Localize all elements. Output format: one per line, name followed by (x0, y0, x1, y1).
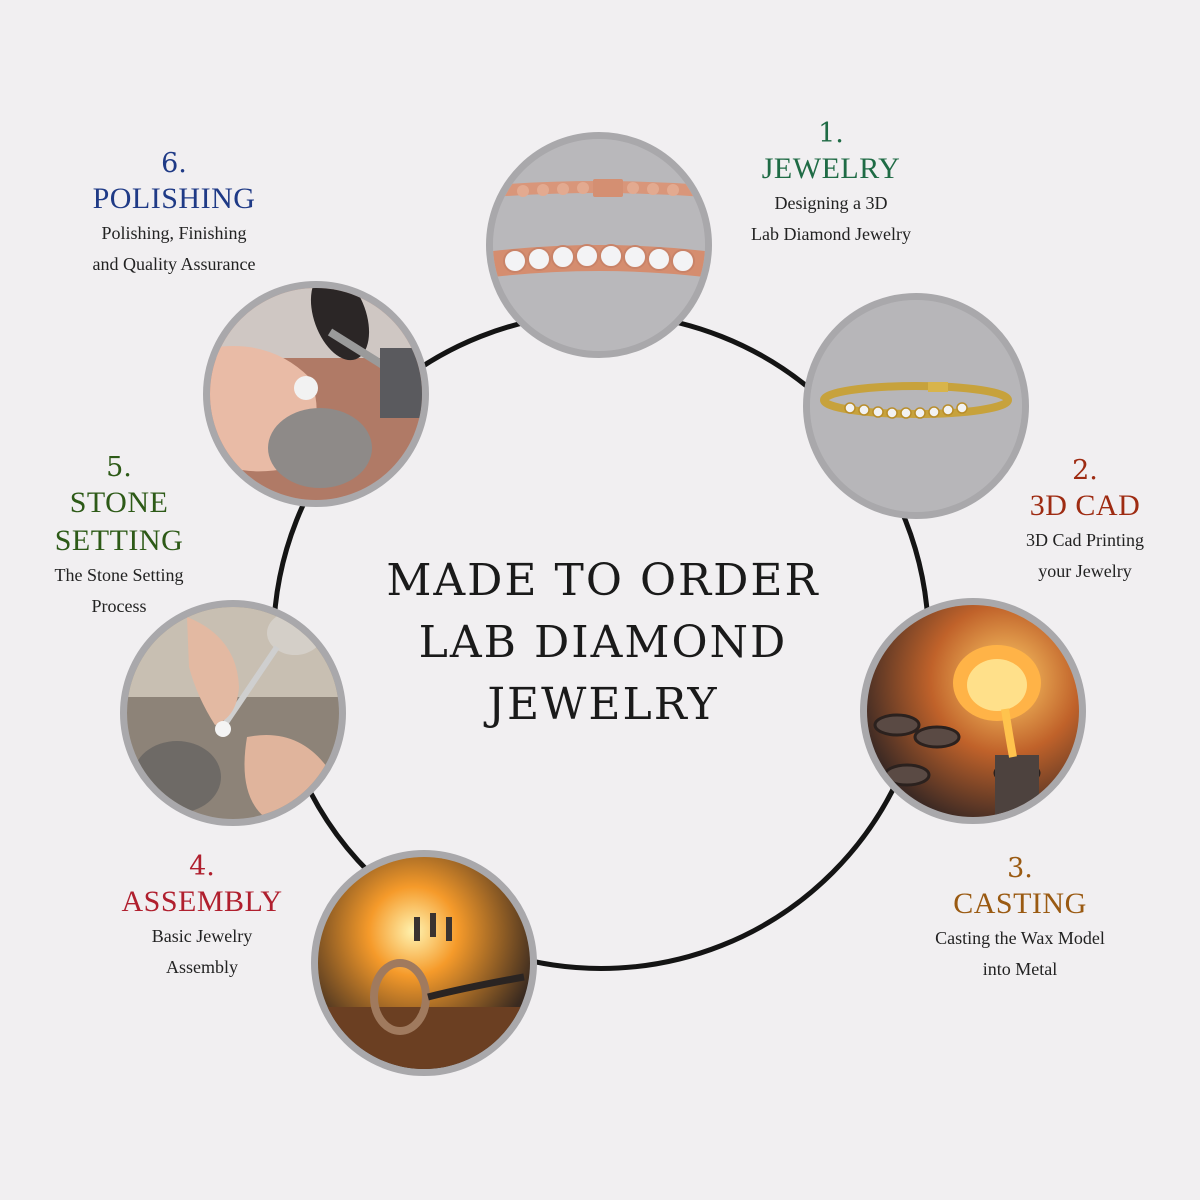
rose-gold-bracelet-icon (493, 139, 705, 351)
step-2-desc-1: 3D Cad Printing (1025, 530, 1144, 550)
step-1-number: 1. (818, 118, 844, 149)
step-2-label: 2. 3D CAD 3D Cad Printing your Jewelry (960, 455, 1200, 587)
step-5-label: 5. STONE SETTING The Stone Setting Proce… (0, 452, 238, 622)
step-4-label: 4. ASSEMBLY Basic Jewelry Assembly (77, 851, 327, 983)
step-4-image (311, 850, 537, 1076)
step-4-number: 4. (189, 851, 215, 882)
step-4-desc-1: Basic Jewelry (151, 926, 253, 946)
step-6-desc-1: Polishing, Finishing (101, 223, 247, 243)
step-3-label: 3. CASTING Casting the Wax Model into Me… (895, 853, 1145, 985)
title-line-2: LAB DIAMOND (418, 617, 788, 668)
step-6-label: 6. POLISHING Polishing, Finishing and Qu… (49, 148, 299, 280)
step-3-desc-2: into Metal (982, 959, 1058, 979)
step-3-name: CASTING (953, 887, 1087, 920)
step-6-desc-2: and Quality Assurance (92, 254, 256, 274)
step-2-image (803, 293, 1029, 519)
step-4-name: ASSEMBLY (121, 885, 283, 918)
page-title: MADE TO ORDER LAB DIAMOND JEWELRY (300, 550, 906, 736)
step-1-label: 1. JEWELRY Designing a 3D Lab Diamond Je… (706, 118, 956, 250)
step-3-image (860, 598, 1086, 824)
stone-setting-icon (127, 607, 339, 819)
step-3-desc-1: Casting the Wax Model (935, 928, 1105, 948)
torch-soldering-icon (318, 857, 530, 1069)
molten-pour-icon (867, 605, 1079, 817)
step-1-name: JEWELRY (761, 152, 901, 185)
step-5-image (120, 600, 346, 826)
step-2-name: 3D CAD (1029, 489, 1141, 522)
title-line-3: JEWELRY (487, 679, 719, 730)
step-3-number: 3. (1007, 853, 1033, 884)
gold-bracelet-icon (810, 300, 1022, 512)
step-6-number: 6. (161, 148, 187, 179)
step-1-desc-2: Lab Diamond Jewelry (751, 224, 911, 244)
step-2-number: 2. (1072, 455, 1098, 486)
polishing-icon (210, 288, 422, 500)
step-5-desc-1: The Stone Setting (54, 565, 184, 585)
step-2-desc-2: your Jewelry (1038, 561, 1132, 581)
step-1-desc-1: Designing a 3D (774, 193, 888, 213)
step-1-image (486, 132, 712, 358)
step-4-desc-2: Assembly (166, 957, 238, 977)
step-5-desc-2: Process (91, 596, 147, 616)
step-5-name: STONE (69, 486, 169, 519)
title-line-1: MADE TO ORDER (386, 555, 820, 606)
step-6-name: POLISHING (92, 182, 256, 215)
step-5-number: 5. (106, 452, 132, 483)
step-5-name-2: SETTING (54, 524, 184, 557)
